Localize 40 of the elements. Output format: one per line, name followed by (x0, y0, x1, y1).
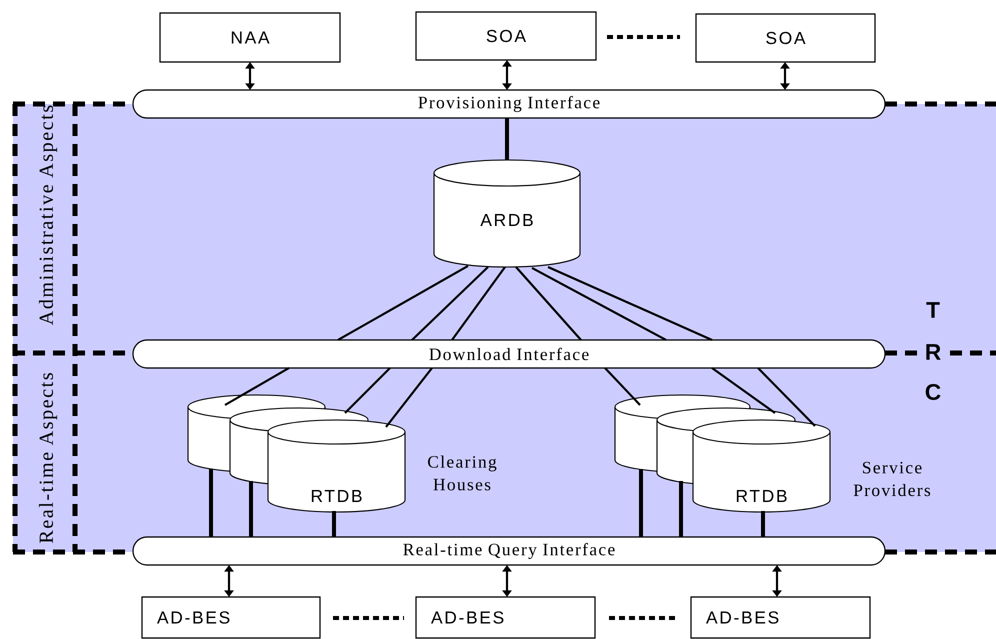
connector-line (411, 266, 489, 341)
system-box: AD-BES (415, 596, 596, 639)
dotted-line (333, 616, 404, 620)
dotted-line (607, 35, 680, 39)
system-box: AD-BES (141, 596, 321, 639)
database-cylinder: RTDB (267, 419, 406, 513)
region-letter: C (926, 384, 941, 400)
system-box: SOA (415, 11, 597, 61)
region-letter: T (926, 302, 940, 318)
connector-line (385, 367, 433, 428)
connector-line (757, 367, 816, 427)
connector-line (679, 481, 683, 537)
region-label: Real-time Aspects (38, 373, 58, 543)
connector-line (332, 510, 336, 537)
interface-bar: Real-time Query Interface (132, 536, 886, 566)
interface-bar: Download Interface (132, 339, 886, 369)
connector-line (209, 468, 213, 537)
database-cylinder: RTDB (692, 419, 831, 513)
connector-line (711, 367, 776, 414)
connector-line (224, 367, 290, 406)
connector-line (337, 265, 469, 341)
system-box: SOA (695, 13, 876, 63)
connector-line (604, 367, 641, 406)
system-box: NAA (159, 12, 341, 63)
database-cylinder: ARDB (433, 159, 581, 268)
system-box: AD-BES (690, 596, 871, 639)
connector-line (515, 266, 582, 341)
connector-line (761, 510, 765, 537)
cluster-label: Clearing Houses (428, 456, 496, 490)
cluster-label: Service Providers (854, 462, 930, 496)
connector-line (505, 118, 509, 160)
region-label: Administrative Aspects (38, 106, 58, 325)
interface-bar: Provisioning Interface (132, 89, 886, 119)
connector-line (548, 266, 712, 341)
connector-line (344, 367, 391, 414)
connector-line (451, 266, 506, 341)
connector-line (639, 468, 643, 537)
connector-line (249, 481, 253, 537)
connector-line (532, 267, 666, 341)
region-letter: R (926, 344, 941, 360)
